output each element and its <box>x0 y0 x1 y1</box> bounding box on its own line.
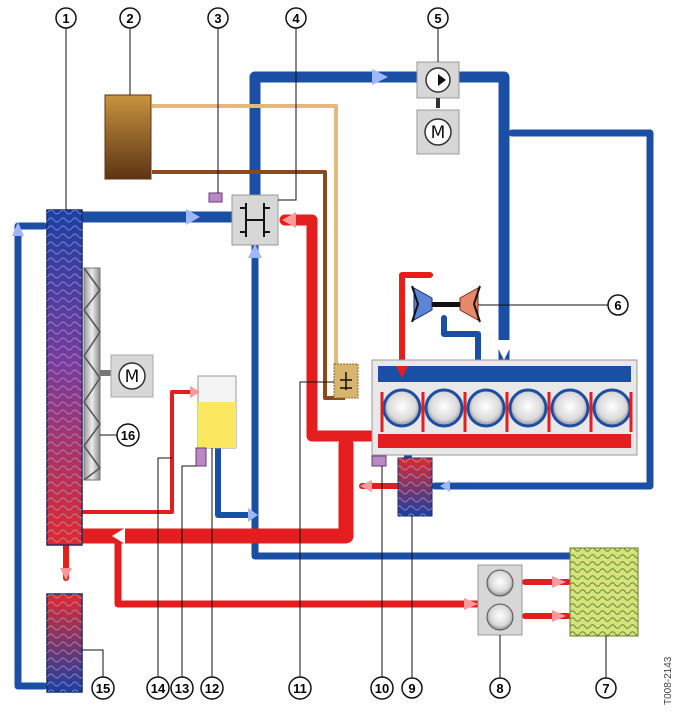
pump-motor: M <box>416 109 460 155</box>
svg-text:5: 5 <box>434 11 441 26</box>
svg-text:3: 3 <box>214 11 221 26</box>
svg-text:7: 7 <box>602 681 609 696</box>
svg-text:9: 9 <box>408 681 415 696</box>
pump-motor-symbol: M <box>431 123 446 143</box>
callout-7: 7 <box>595 677 617 699</box>
engine-cylinders <box>382 388 632 428</box>
radiator-fan <box>83 267 112 481</box>
hot-coolant-lines <box>63 214 571 619</box>
callout-3: 3 <box>207 7 229 29</box>
fan-motor-symbol: M <box>125 367 140 387</box>
temperature-sensor-3 <box>208 192 223 203</box>
auxiliary-pumps <box>477 564 523 636</box>
svg-text:10: 10 <box>375 681 389 696</box>
callout-16: 16 <box>116 423 140 447</box>
thermostat-valve <box>231 194 279 246</box>
turbocharger <box>411 285 481 323</box>
temperature-sensor-13 <box>195 447 207 467</box>
callout-6: 6 <box>607 294 629 316</box>
engine-block <box>371 359 638 456</box>
figure-code: T008-2143 <box>663 656 674 705</box>
callout-14: 14 <box>146 676 170 700</box>
cold-coolant-lines <box>14 71 654 690</box>
callout-10: 10 <box>370 676 394 700</box>
heat-exchanger-9 <box>397 457 433 517</box>
callout-5: 5 <box>427 7 449 29</box>
svg-text:2: 2 <box>126 11 133 26</box>
callout-4: 4 <box>285 7 307 29</box>
electric-valve-11 <box>333 363 359 399</box>
callout-15: 15 <box>91 676 115 700</box>
callout-8: 8 <box>489 677 511 699</box>
svg-text:8: 8 <box>496 681 503 696</box>
main-radiator <box>46 209 83 546</box>
coolant-pump <box>416 61 460 108</box>
callout-1: 1 <box>55 7 77 29</box>
svg-text:12: 12 <box>205 681 219 696</box>
svg-text:15: 15 <box>96 681 110 696</box>
svg-text:6: 6 <box>614 298 621 313</box>
fan-motor: M <box>110 354 154 398</box>
temperature-sensor-10 <box>371 455 387 467</box>
callout-12: 12 <box>200 676 224 700</box>
callout-2: 2 <box>119 7 141 29</box>
oil-reservoir <box>197 375 237 449</box>
svg-text:1: 1 <box>62 11 69 26</box>
expansion-tank <box>104 94 152 180</box>
callout-9: 9 <box>401 677 423 699</box>
auxiliary-radiator <box>46 593 83 693</box>
flow-arrows <box>12 69 566 622</box>
svg-text:13: 13 <box>175 681 189 696</box>
callout-11: 11 <box>288 676 312 700</box>
svg-text:11: 11 <box>293 681 307 696</box>
callout-13: 13 <box>170 676 194 700</box>
svg-text:16: 16 <box>121 428 135 443</box>
secondary-radiator <box>569 547 639 637</box>
callout-badges: 1 2 3 4 5 6 7 8 9 10 11 12 13 14 15 16 <box>55 7 629 700</box>
svg-text:4: 4 <box>292 11 300 26</box>
svg-text:14: 14 <box>151 681 166 696</box>
